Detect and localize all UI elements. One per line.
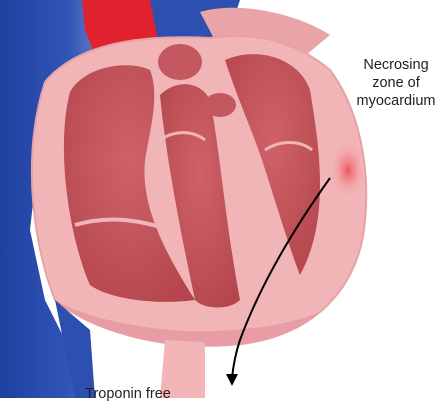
- arrow-head: [226, 374, 238, 386]
- necrosing-zone-label: Necrosing zone of myocardium: [346, 56, 446, 110]
- necrosing-zone: [330, 140, 366, 200]
- aortic-valve-chamber: [204, 93, 236, 117]
- troponin-label: Troponin free: [58, 385, 198, 403]
- necrosing-label-line3: myocardium: [346, 92, 446, 110]
- mitral-valve-chamber: [158, 44, 202, 80]
- necrosing-label-line1: Necrosing: [346, 56, 446, 74]
- necrosing-label-line2: zone of: [346, 74, 446, 92]
